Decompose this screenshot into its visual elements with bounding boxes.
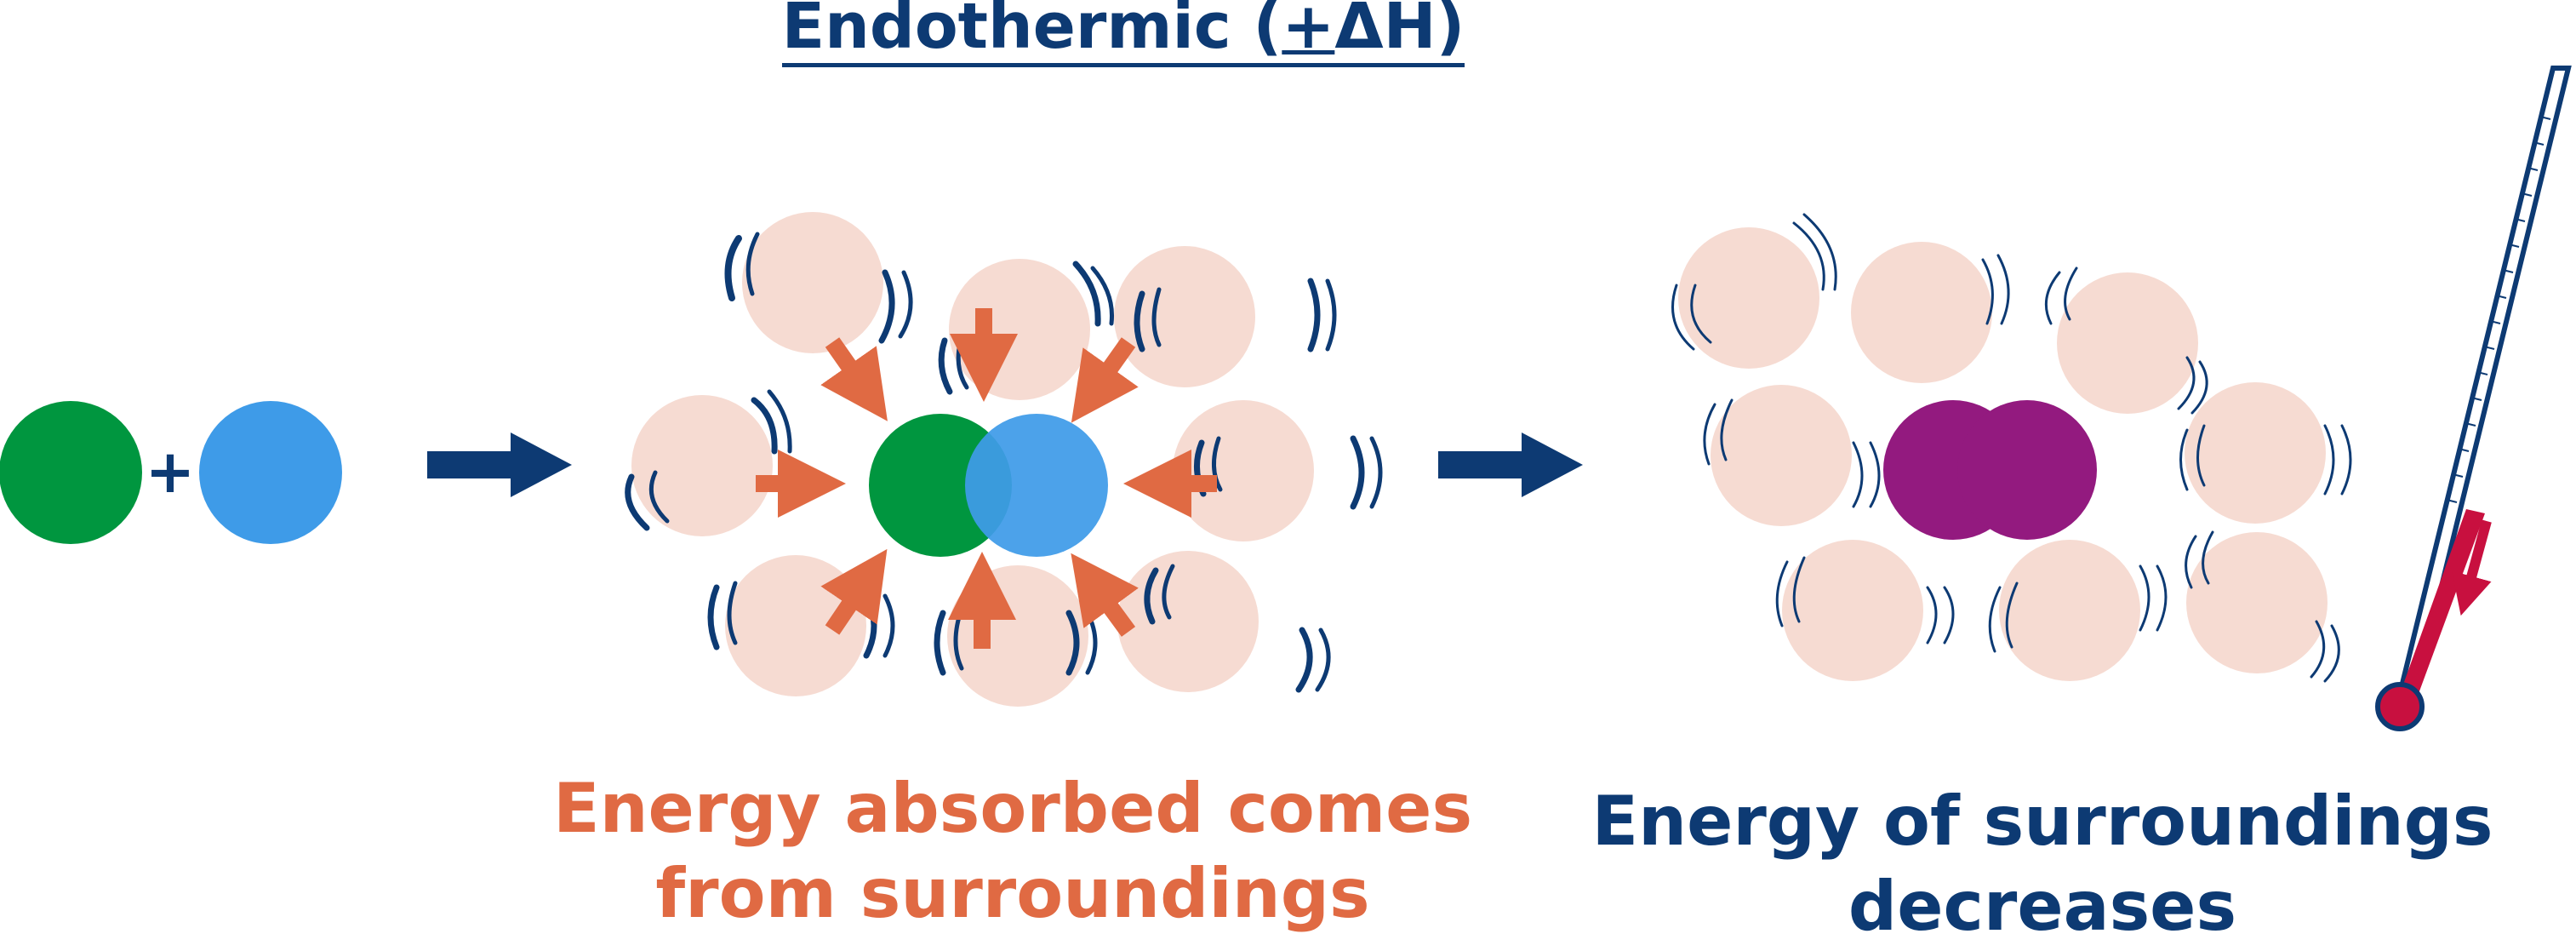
surrounding-particle	[949, 259, 1090, 400]
reactant-green-particle	[0, 401, 142, 544]
energy-arrow	[1071, 337, 1139, 423]
reactants: +	[0, 401, 342, 544]
surrounding-particle	[1173, 400, 1314, 541]
diagram-title: Endothermic (+ΔH)	[0, 0, 2247, 67]
reacting-blue-particle	[965, 414, 1108, 557]
surrounding-particle	[2186, 532, 2328, 673]
surrounding-particle	[1117, 551, 1259, 692]
surrounding-particle	[1711, 385, 1852, 526]
right-arrow-icon	[1438, 433, 1583, 497]
reactant-blue-particle	[199, 401, 342, 544]
process-arrow-2	[1438, 433, 1583, 497]
temperature-down-arrow	[2452, 519, 2492, 616]
product-molecule	[1883, 400, 2097, 540]
thermometer-icon	[2375, 66, 2572, 731]
surrounding-particle	[2185, 382, 2326, 524]
thermometer-liquid	[2400, 509, 2485, 698]
title-plus-minus: +	[1282, 0, 1335, 63]
energy-absorbed-arrows	[756, 308, 1217, 649]
surrounding-particle	[1851, 242, 1992, 383]
surrounding-particle	[2057, 272, 2198, 414]
surrounding-particle	[1678, 227, 1819, 369]
caption-energy-decreases: Energy of surroundings decreases	[1591, 782, 2493, 946]
energy-arrow	[820, 548, 888, 635]
surrounding-particle	[631, 395, 773, 536]
title-suffix: )	[1436, 0, 1465, 63]
surrounding-particles-after	[1678, 227, 2328, 681]
product-particle-right	[1957, 400, 2097, 540]
surrounding-particle	[1999, 540, 2140, 681]
surrounding-particle	[1114, 246, 1255, 387]
surrounding-particles-before	[631, 212, 1314, 707]
title-prefix: Endothermic (	[781, 0, 1282, 63]
reacting-particles	[869, 414, 1108, 557]
process-arrow-1	[427, 433, 572, 497]
right-arrow-icon	[427, 433, 572, 497]
plus-sign: +	[146, 437, 196, 507]
title-delta-h: ΔH	[1334, 0, 1437, 63]
surrounding-particle	[742, 212, 883, 353]
caption-energy-absorbed: Energy absorbed comes from surroundings	[552, 769, 1473, 933]
energy-arrow	[820, 337, 888, 421]
energy-arrow	[1071, 553, 1139, 637]
surrounding-particle	[1782, 540, 1923, 681]
thermometer-bulb	[2375, 682, 2425, 731]
surrounding-particle	[947, 565, 1088, 707]
vibration-lines-after	[1671, 213, 2352, 683]
